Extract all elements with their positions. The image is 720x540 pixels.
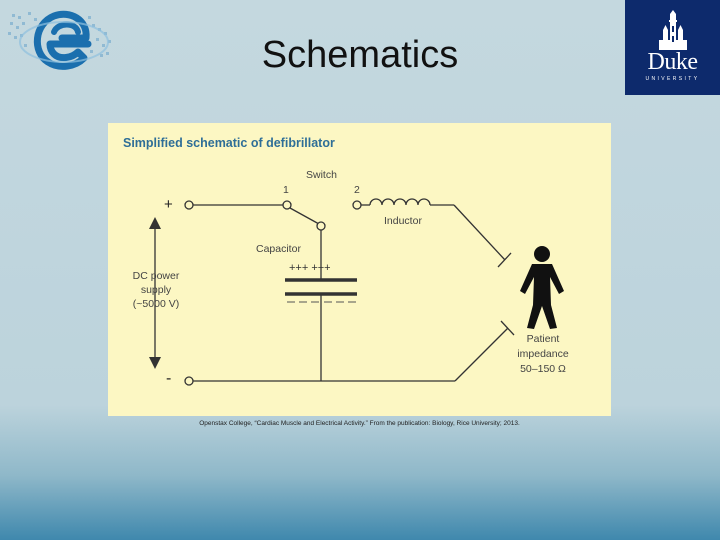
capacitor-charge-label: +++ +++ bbox=[289, 262, 331, 274]
voltage-arrow-up-head bbox=[149, 217, 161, 229]
capacitor-label: Capacitor bbox=[256, 243, 301, 255]
duke-wordmark: Duke bbox=[647, 49, 698, 75]
switch-contact-2 bbox=[352, 200, 362, 210]
switch-arm bbox=[289, 207, 320, 225]
bottom-paddle bbox=[500, 320, 515, 336]
negative-terminal-label: - bbox=[166, 370, 172, 387]
patient-icon bbox=[520, 246, 564, 329]
wire-bottom-electrode bbox=[454, 327, 509, 382]
supply-label-line2: supply bbox=[140, 284, 172, 296]
inductor-label: Inductor bbox=[384, 215, 422, 227]
positive-terminal-label: + bbox=[164, 196, 173, 213]
patient-label: Patient impedance 50–150 Ω bbox=[510, 332, 576, 377]
supply-label-line1: DC power bbox=[132, 270, 180, 282]
duke-logo: Duke UNIVERSITY bbox=[625, 0, 720, 95]
inductor-coil bbox=[369, 198, 431, 206]
patient-label-line2: impedance bbox=[517, 348, 569, 360]
chapel-icon bbox=[659, 10, 687, 50]
contact-2-label: 2 bbox=[354, 184, 360, 196]
figure-title: Simplified schematic of defibrillator bbox=[123, 136, 335, 150]
contact-1-label: 1 bbox=[283, 184, 289, 196]
e-globe-icon bbox=[8, 10, 111, 70]
slide-title: Schematics bbox=[261, 34, 459, 76]
schematic-diagram bbox=[149, 198, 564, 386]
switch-label: Switch bbox=[306, 169, 337, 181]
duke-subtitle: UNIVERSITY bbox=[645, 76, 700, 82]
supply-label-line3: (~5000 V) bbox=[132, 298, 180, 310]
patient-label-line1: Patient bbox=[526, 333, 560, 345]
terminal-positive bbox=[184, 200, 194, 210]
defibrillator-figure: Simplified schematic of defibrillator Sw… bbox=[108, 123, 611, 416]
terminal-negative bbox=[184, 376, 194, 386]
patient-label-line3: 50–150 Ω bbox=[520, 363, 566, 375]
supply-label: DC power supply (~5000 V) bbox=[128, 269, 184, 311]
figure-caption: Openstax College, “Cardiac Muscle and El… bbox=[199, 420, 520, 427]
switch-contact-1 bbox=[282, 200, 292, 210]
switch-pivot bbox=[316, 221, 326, 231]
voltage-arrow-down-head bbox=[149, 357, 161, 369]
wire-top-electrode bbox=[453, 204, 506, 261]
top-paddle bbox=[497, 252, 512, 268]
